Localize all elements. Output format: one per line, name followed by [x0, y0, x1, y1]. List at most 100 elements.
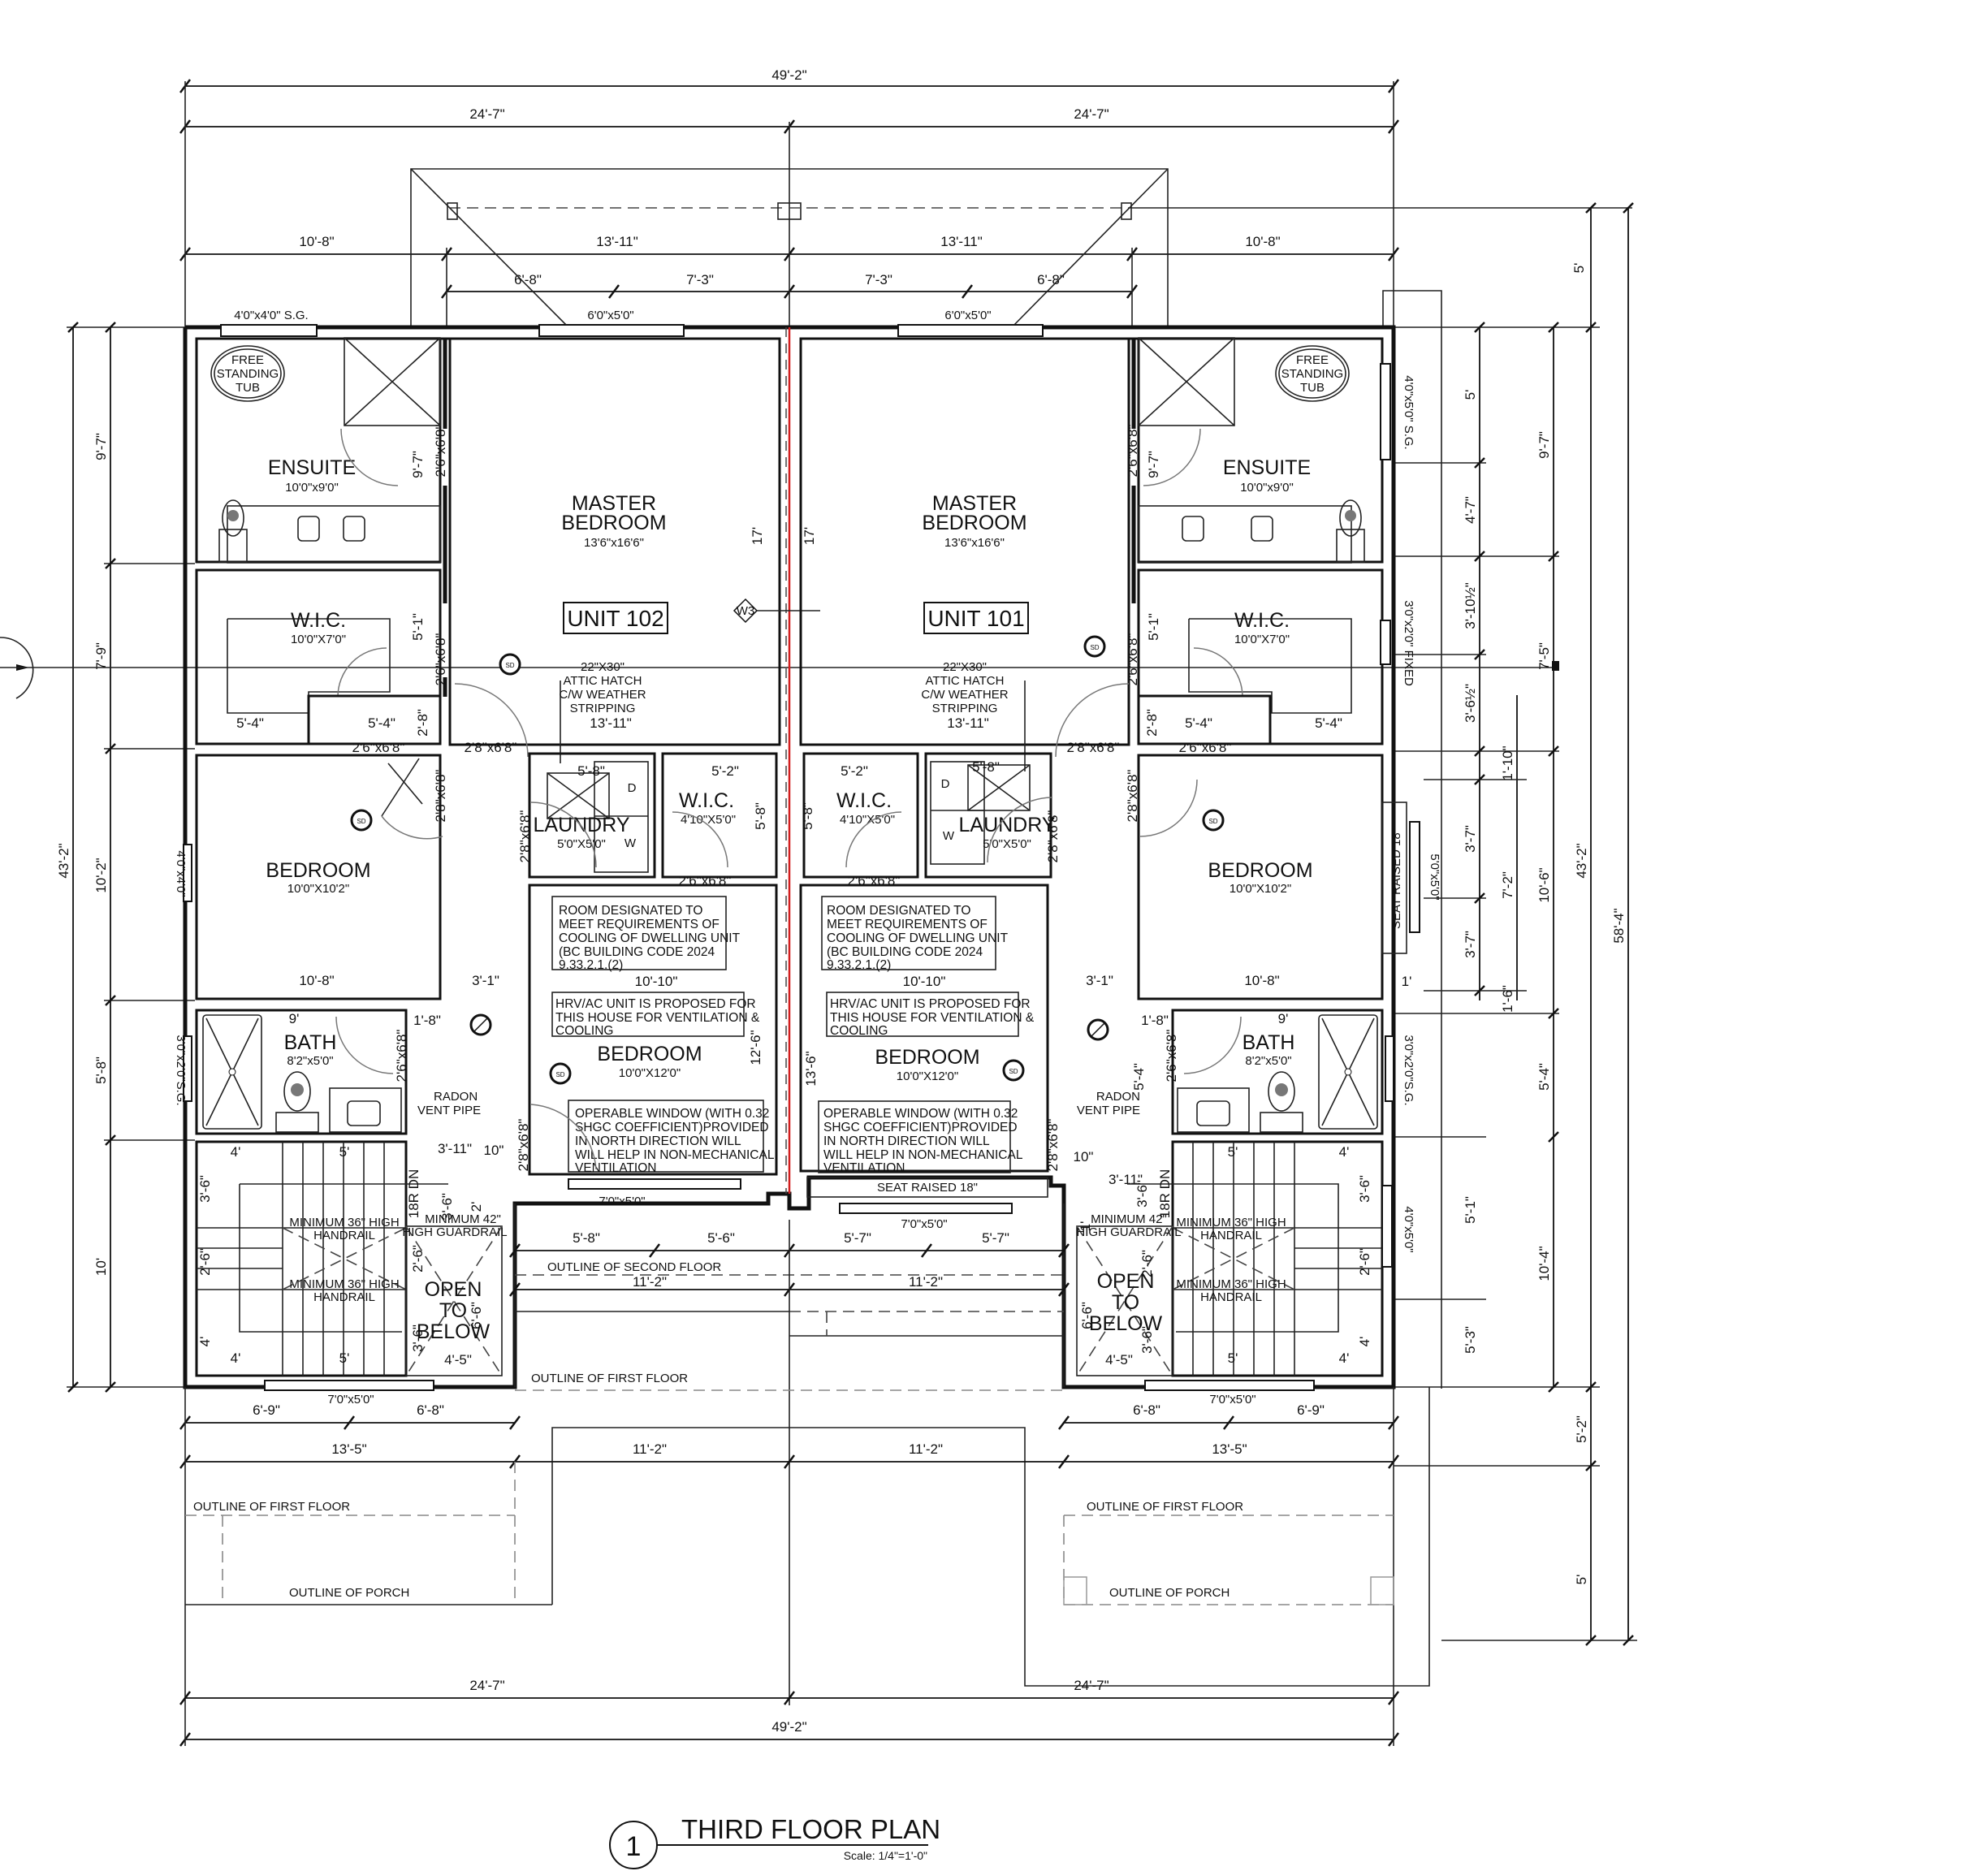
svg-text:COOLING OF DWELLING UNIT: COOLING OF DWELLING UNIT [559, 931, 741, 945]
svg-text:STRIPPING: STRIPPING [932, 702, 998, 715]
master-label-1: MASTER [572, 492, 656, 515]
unit-101-label: UNIT 101 [927, 606, 1024, 631]
door-swing [1183, 1016, 1242, 1074]
bedroom-mid-label: BEDROOM [597, 1043, 702, 1065]
svg-text:SD: SD [555, 1071, 564, 1078]
washer-label: W [624, 836, 637, 850]
svg-text:VENTILATION: VENTILATION [575, 1161, 656, 1175]
window [1380, 363, 1391, 460]
svg-text:4': 4' [197, 1337, 213, 1347]
svg-text:HANDRAIL: HANDRAIL [1200, 1290, 1262, 1304]
dim-right-b-2: 4'-7" [1463, 496, 1478, 524]
window-note-box [568, 1100, 764, 1173]
svg-text:STANDING: STANDING [1281, 367, 1343, 381]
svg-text:SD: SD [1208, 818, 1217, 825]
tub-label: FREE [231, 353, 264, 367]
svg-text:17': 17' [802, 527, 817, 545]
svg-text:HANDRAIL: HANDRAIL [313, 1290, 375, 1304]
open-to-below-area [405, 1225, 503, 1376]
handrail-note: MINIMUM 36" HIGH [1176, 1216, 1286, 1229]
window-label-4x4: 4'0"x4'0" [174, 850, 188, 897]
svg-text:4'10"X5'0": 4'10"X5'0" [840, 813, 895, 827]
svg-text:4': 4' [1357, 1337, 1372, 1347]
hrv-note: HRV/AC UNIT IS PROPOSED FOR [830, 997, 1031, 1011]
svg-text:5'-4": 5'-4" [1131, 1063, 1147, 1091]
svg-text:5'-8": 5'-8" [573, 1230, 600, 1246]
svg-text:4'-5": 4'-5" [1105, 1352, 1133, 1368]
svg-text:13'-11": 13'-11" [947, 715, 989, 731]
drawing-title: THIRD FLOOR PLAN [681, 1814, 940, 1844]
window [1385, 1035, 1394, 1102]
svg-text:9.33.2.1.(2): 9.33.2.1.(2) [827, 958, 891, 972]
hrv-note: HRV/AC UNIT IS PROPOSED FOR [555, 997, 756, 1011]
open-to-below-area [1076, 1225, 1173, 1376]
svg-text:FREE: FREE [1296, 353, 1329, 367]
door-swing [1193, 647, 1243, 698]
window-label-4x5-sg: 4'0"x5'0" S.G. [1402, 375, 1415, 449]
dim-top-7-3-left: 7'-3" [686, 272, 714, 287]
svg-text:3'-6": 3'-6" [197, 1175, 213, 1203]
door-swing [1143, 428, 1201, 486]
bath-room [1171, 1009, 1384, 1135]
post-icon [1063, 1576, 1087, 1605]
svg-text:5': 5' [339, 1350, 350, 1366]
section-marker-icon [0, 637, 34, 699]
svg-text:5'-7": 5'-7" [982, 1230, 1009, 1246]
radon-note: RADON [434, 1090, 478, 1104]
svg-text:4': 4' [1339, 1144, 1350, 1160]
wic-main-room [1137, 568, 1384, 745]
svg-text:5'0"X5'0": 5'0"X5'0" [983, 837, 1031, 851]
svg-text:9'-7": 9'-7" [1146, 451, 1161, 478]
window-label-5x5: 5'0"x5'0" [1428, 853, 1441, 900]
dim-right-top-5: 5' [1571, 263, 1587, 274]
dim-bedroom-10-8: 10'-8" [299, 973, 334, 988]
svg-text:STRIPPING: STRIPPING [570, 702, 636, 715]
bedroom-side-size: 10'0"X10'2" [287, 882, 349, 896]
svg-text:2'-8": 2'-8" [1144, 709, 1160, 737]
window-label-7x5: 7'0"x5'0" [327, 1393, 374, 1406]
svg-text:2'-6": 2'-6" [1139, 1250, 1155, 1277]
laundry-room [924, 752, 1052, 879]
stair-room [1171, 1140, 1384, 1377]
laundry-label: LAUNDRY [533, 814, 629, 836]
svg-text:SHGC COEFFICIENT)PROVIDED: SHGC COEFFICIENT)PROVIDED [823, 1121, 1018, 1134]
svg-text:TO: TO [1112, 1291, 1139, 1314]
svg-text:3'-6": 3'-6" [410, 1324, 426, 1352]
bath-label: BATH [1242, 1031, 1295, 1054]
dim-5-4-right: 5'-4" [368, 715, 395, 731]
sink-icon [1182, 516, 1204, 542]
toilet-icon [1268, 1071, 1295, 1112]
dim-left-seg-4: 5'-8" [93, 1056, 109, 1084]
svg-text:5'-1": 5'-1" [1146, 613, 1161, 641]
vanity [329, 1087, 402, 1133]
master-label-2: BEDROOM [561, 512, 666, 534]
window-label-3x2: 3'0"x2'0"S.G. [174, 1035, 188, 1105]
shower-icon [1318, 1014, 1378, 1130]
dim-left-seg-1: 9'-7" [93, 433, 109, 460]
svg-text:5'-4": 5'-4" [1315, 715, 1342, 731]
door-swing [987, 797, 1053, 863]
dim-hall-10in: 10" [484, 1143, 504, 1158]
door-swing [337, 647, 387, 698]
door-label-master: 2'8"x6'8" [465, 740, 517, 755]
wic-small-label: W.I.C. [836, 789, 892, 812]
svg-text:10'0"X7'0": 10'0"X7'0" [1234, 633, 1290, 646]
window [1380, 620, 1391, 665]
dim-left-seg-3: 10'-2" [93, 858, 109, 892]
drawing-number: 1 [626, 1831, 642, 1862]
svg-text:6'-8": 6'-8" [1133, 1402, 1160, 1418]
door-swing [845, 811, 902, 868]
dim-right-porch-2: 5' [1574, 1575, 1589, 1585]
window-note: OPERABLE WINDOW (WITH 0.32 [823, 1107, 1018, 1121]
outline-first-floor-label: OUTLINE OF FIRST FLOOR [531, 1372, 688, 1385]
svg-text:10": 10" [1074, 1149, 1094, 1165]
dim-half-right: 24'-7" [1074, 106, 1109, 122]
radon-note: RADON [1096, 1090, 1140, 1104]
svg-text:8'2"x5'0": 8'2"x5'0" [1245, 1054, 1291, 1068]
dim-top-13-11-right: 13'-11" [940, 234, 983, 249]
dim-right-a-3: 10'-6" [1536, 867, 1552, 902]
svg-text:WILL HELP IN NON-MECHANICAL: WILL HELP IN NON-MECHANICAL [823, 1148, 1023, 1162]
post-icon [1370, 1576, 1394, 1605]
svg-text:COOLING: COOLING [555, 1024, 613, 1038]
